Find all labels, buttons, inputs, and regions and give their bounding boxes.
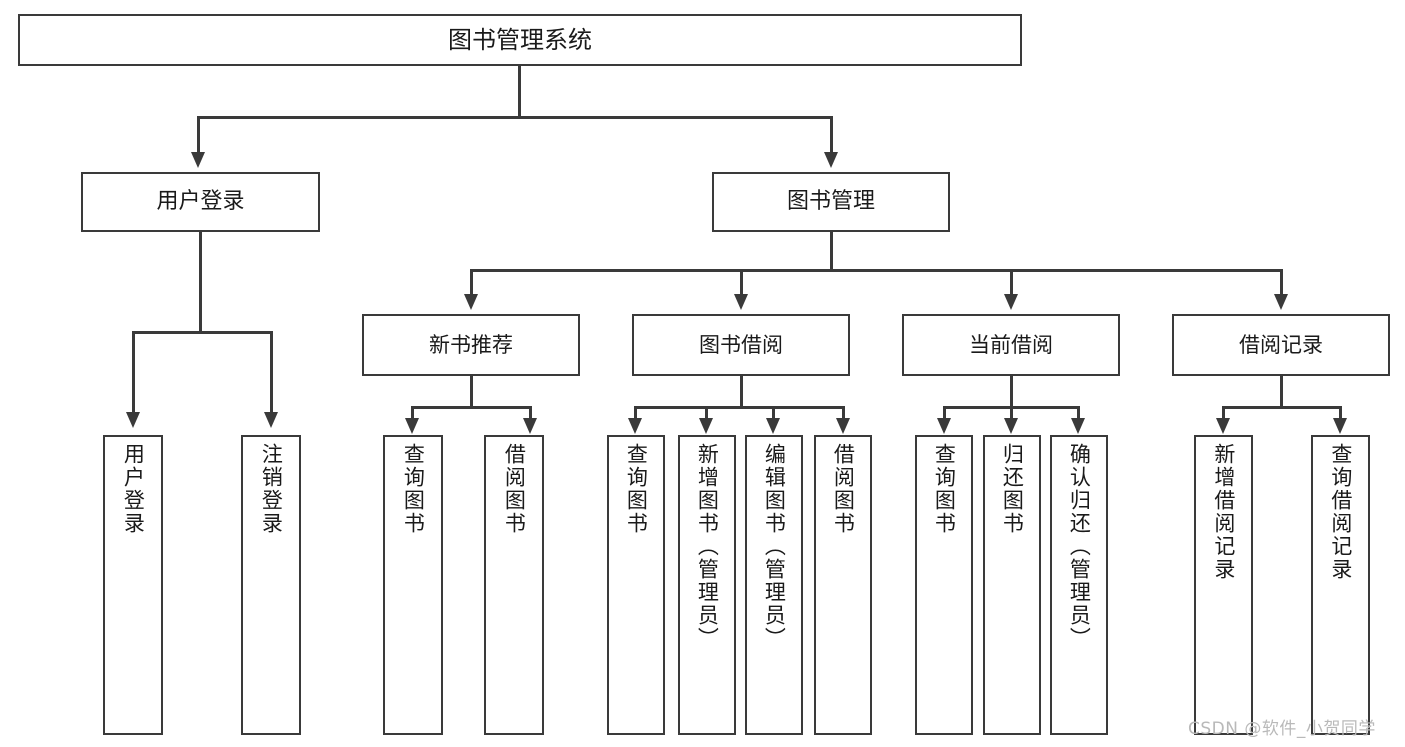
edge-new-book-bus xyxy=(411,406,531,409)
leaf-return-book[interactable]: 归还图书 xyxy=(983,435,1041,735)
edge-bm-to-current-borrow xyxy=(1010,269,1013,297)
edge-bm-to-new-book xyxy=(470,269,473,297)
node-label: 新书推荐 xyxy=(429,332,513,357)
leaf-borrow-book-recommend[interactable]: 借阅图书 xyxy=(484,435,544,735)
node-book-borrow[interactable]: 图书借阅 xyxy=(632,314,850,376)
leaf-query-borrow-record[interactable]: 查询借阅记录 xyxy=(1311,435,1370,735)
edge-new-book-to-leaf-1 xyxy=(411,406,414,420)
leaf-borrow-book[interactable]: 借阅图书 xyxy=(814,435,872,735)
node-root-book-management-system[interactable]: 图书管理系统 xyxy=(18,14,1022,66)
arrow-bb-to-leaf-1 xyxy=(628,418,642,434)
leaf-add-book-admin[interactable]: 新增图书（管理员） xyxy=(678,435,736,735)
arrow-cb-to-leaf-1 xyxy=(937,418,951,434)
edge-new-book-to-leaf-2 xyxy=(529,406,532,420)
edge-user-login-stem xyxy=(199,232,202,333)
node-label: 当前借阅 xyxy=(969,332,1053,357)
node-label: 查询图书 xyxy=(624,443,649,535)
node-label: 归还图书 xyxy=(1000,443,1025,535)
node-label: 用户登录 xyxy=(156,189,245,215)
node-new-book-recommend[interactable]: 新书推荐 xyxy=(362,314,580,376)
node-label: 查询图书 xyxy=(401,443,426,535)
node-current-borrow[interactable]: 当前借阅 xyxy=(902,314,1120,376)
arrow-user-login-to-leaf-1 xyxy=(126,412,140,428)
arrow-bm-to-new-book xyxy=(464,294,478,310)
edge-book-management-stem xyxy=(830,232,833,271)
arrow-bm-to-book-borrow xyxy=(734,294,748,310)
arrow-root-to-user-login xyxy=(191,152,205,168)
arrow-br-to-leaf-2 xyxy=(1333,418,1347,434)
edge-borrow-record-bus xyxy=(1222,406,1341,409)
edge-br-to-leaf-1 xyxy=(1222,406,1225,420)
arrow-user-login-to-leaf-2 xyxy=(264,412,278,428)
edge-user-login-to-leaf-2 xyxy=(270,331,273,416)
edge-cb-to-leaf-1 xyxy=(943,406,946,420)
edge-current-borrow-stem xyxy=(1010,376,1013,408)
arrow-new-book-to-leaf-1 xyxy=(405,418,419,434)
node-label: 查询借阅记录 xyxy=(1328,443,1353,581)
leaf-confirm-return-admin[interactable]: 确认归还（管理员） xyxy=(1050,435,1108,735)
arrow-bb-to-leaf-4 xyxy=(836,418,850,434)
node-label: 新增图书（管理员） xyxy=(695,443,720,650)
node-label: 用户登录 xyxy=(121,443,146,535)
edge-book-borrow-bus xyxy=(634,406,845,409)
csdn-watermark: CSDN @软件_小贺同学 xyxy=(1188,719,1376,739)
edge-cb-to-leaf-2 xyxy=(1010,406,1013,420)
edge-user-login-bus xyxy=(132,331,272,334)
edge-book-management-bus xyxy=(470,269,1282,272)
leaf-edit-book-admin[interactable]: 编辑图书（管理员） xyxy=(745,435,803,735)
node-label: 查询图书 xyxy=(932,443,957,535)
arrow-br-to-leaf-1 xyxy=(1216,418,1230,434)
edge-user-login-to-leaf-1 xyxy=(132,331,135,416)
node-label: 图书管理系统 xyxy=(448,25,592,54)
leaf-logout[interactable]: 注销登录 xyxy=(241,435,301,735)
node-label: 新增借阅记录 xyxy=(1211,443,1236,581)
edge-bb-to-leaf-2 xyxy=(705,406,708,420)
leaf-user-login[interactable]: 用户登录 xyxy=(103,435,163,735)
arrow-new-book-to-leaf-2 xyxy=(523,418,537,434)
leaf-query-book-current[interactable]: 查询图书 xyxy=(915,435,973,735)
node-label: 注销登录 xyxy=(259,443,284,535)
leaf-query-book-borrow[interactable]: 查询图书 xyxy=(607,435,665,735)
edge-root-to-user-login xyxy=(197,116,200,156)
arrow-root-to-book-management xyxy=(824,152,838,168)
leaf-query-book-recommend[interactable]: 查询图书 xyxy=(383,435,443,735)
node-label: 图书借阅 xyxy=(699,332,783,357)
node-label: 借阅图书 xyxy=(831,443,856,535)
leaf-add-borrow-record[interactable]: 新增借阅记录 xyxy=(1194,435,1253,735)
arrow-cb-to-leaf-2 xyxy=(1004,418,1018,434)
edge-borrow-record-stem xyxy=(1280,376,1283,408)
node-label: 借阅图书 xyxy=(502,443,527,535)
edge-new-book-stem xyxy=(470,376,473,408)
node-book-management[interactable]: 图书管理 xyxy=(712,172,950,232)
edge-root-bus xyxy=(197,116,833,119)
edge-bm-to-borrow-record xyxy=(1280,269,1283,297)
edge-bb-to-leaf-1 xyxy=(634,406,637,420)
edge-bb-to-leaf-4 xyxy=(842,406,845,420)
edge-bm-to-book-borrow xyxy=(740,269,743,297)
edge-bb-to-leaf-3 xyxy=(772,406,775,420)
arrow-bb-to-leaf-2 xyxy=(699,418,713,434)
node-label: 借阅记录 xyxy=(1239,332,1323,357)
arrow-bm-to-current-borrow xyxy=(1004,294,1018,310)
arrow-cb-to-leaf-3 xyxy=(1071,418,1085,434)
edge-root-to-book-management xyxy=(830,116,833,156)
edge-cb-to-leaf-3 xyxy=(1077,406,1080,420)
edge-br-to-leaf-2 xyxy=(1339,406,1342,420)
arrow-bm-to-borrow-record xyxy=(1274,294,1288,310)
node-borrow-record[interactable]: 借阅记录 xyxy=(1172,314,1390,376)
edge-root-stem xyxy=(518,66,521,118)
arrow-bb-to-leaf-3 xyxy=(766,418,780,434)
node-user-login[interactable]: 用户登录 xyxy=(81,172,320,232)
node-label: 编辑图书（管理员） xyxy=(762,443,787,650)
edge-book-borrow-stem xyxy=(740,376,743,408)
node-label: 确认归还（管理员） xyxy=(1067,443,1092,650)
node-label: 图书管理 xyxy=(786,189,875,215)
